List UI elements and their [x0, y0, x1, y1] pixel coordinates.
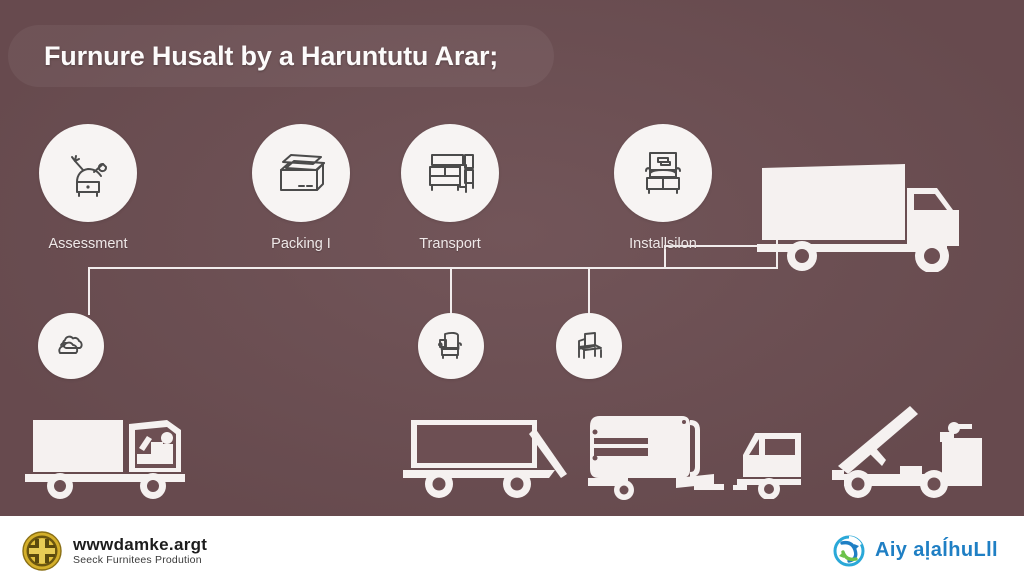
connector-horizontal-main	[88, 267, 778, 269]
connector-horizontal-right	[664, 245, 778, 247]
step-node-assessment[interactable]: Assessment	[39, 124, 137, 252]
cloud-icon	[53, 331, 89, 361]
armchair-icon	[434, 330, 468, 362]
shield-emblem-logo-icon	[22, 530, 62, 571]
furniture-assessment-icon	[61, 146, 115, 200]
connector-drop-1	[88, 267, 90, 315]
blue-swirl-icon	[833, 535, 865, 566]
infographic-canvas: Furnure Husalt by a Haruntutu Arar;	[0, 0, 1024, 516]
footer-tagline: Seeck Furnitees Prodution	[73, 553, 202, 566]
vehicle-caravan-trailer	[580, 408, 730, 500]
step-label-assessment: Assessment	[48, 236, 128, 252]
step-circle-installation	[614, 124, 712, 222]
connector-drop-2	[450, 267, 452, 315]
footer-partner-text: Aiy aḷaĺhuLll	[874, 539, 998, 561]
flatbed-trailer-with-ramp	[403, 420, 567, 498]
step-circle-assessment	[39, 124, 137, 222]
connector-drop-3	[588, 267, 590, 315]
footer-bar: wwwdamke.argt Seeck Furnitees Prodution …	[0, 516, 1024, 585]
sofa-cabinet-icon	[423, 148, 477, 198]
caravan-trailer	[588, 416, 724, 500]
armchair-installation-icon	[636, 148, 690, 198]
step-node-packing[interactable]: Packing I	[252, 124, 350, 252]
footer-brand-text: wwwdamke.argt Seeck Furnitees Prodution	[73, 535, 207, 567]
footer-brand[interactable]: wwwdamke.argt Seeck Furnitees Prodution	[22, 530, 207, 571]
vehicle-crane-truck	[824, 404, 994, 500]
step-node-installation[interactable]: Installsilon	[614, 124, 712, 252]
page-title: Furnure Husalt by a Haruntutu Arar;	[44, 40, 499, 71]
step-node-transport[interactable]: Transport	[401, 124, 499, 252]
sub-circle-armchair	[418, 313, 484, 379]
connector-riser-installation	[664, 245, 666, 269]
step-label-installation: Installsilon	[629, 236, 697, 252]
chair-icon	[572, 330, 606, 362]
step-circle-transport	[401, 124, 499, 222]
vehicle-flatbed-trailer	[395, 412, 575, 500]
truck-cab	[733, 433, 801, 499]
step-label-packing: Packing I	[271, 236, 331, 252]
footer-partner-logo[interactable]: Aiy aḷaĺhuLll	[832, 534, 998, 568]
footer-url[interactable]: wwwdamke.argt	[73, 534, 208, 554]
connector-riser-truck	[776, 240, 778, 269]
loading-truck-with-cargo	[25, 420, 185, 499]
step-circle-packing	[252, 124, 350, 222]
delivery-box-truck	[757, 164, 959, 272]
vehicle-delivery-box-truck	[757, 160, 1007, 272]
title-banner: Furnure Husalt by a Haruntutu Arar;	[8, 25, 554, 87]
vehicle-loading-truck	[25, 410, 215, 500]
crane-arm-truck	[832, 406, 982, 498]
packing-boxes-icon	[273, 148, 329, 198]
sub-circle-cloud	[38, 313, 104, 379]
step-label-transport: Transport	[419, 236, 481, 252]
sub-node-chair[interactable]	[556, 313, 622, 379]
vehicle-truck-cab	[733, 417, 827, 499]
sub-node-cloud[interactable]	[38, 313, 104, 379]
sub-node-armchair[interactable]	[418, 313, 484, 379]
sub-circle-chair	[556, 313, 622, 379]
